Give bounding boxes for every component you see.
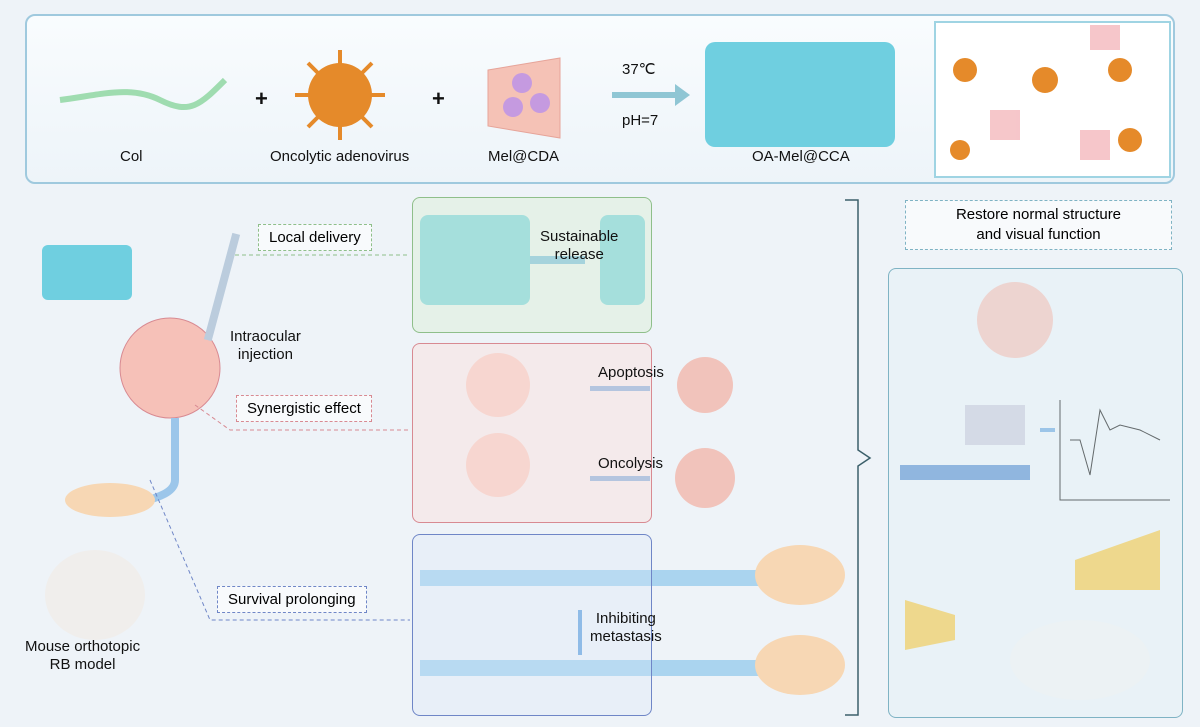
apoptosis-label: Apoptosis	[598, 364, 664, 381]
cheese-icon	[1075, 530, 1160, 590]
local-delivery-tag: Local delivery	[258, 224, 372, 251]
plus-sign: +	[432, 86, 445, 111]
mouse-model-label: Mouse orthotopic RB model	[25, 638, 141, 673]
mel-cda-icon	[487, 57, 561, 139]
erg-device-icon	[900, 465, 1030, 480]
restored-eye-icon	[977, 282, 1053, 358]
col-label: Col	[120, 148, 143, 165]
hydrogel-icon	[705, 42, 895, 147]
oa-mel-cca-label: OA-Mel@CCA	[752, 148, 850, 165]
inhibiting-metastasis-label: Inhibiting metastasis	[590, 610, 662, 645]
erg-trace	[1070, 408, 1161, 476]
temperature-label: 37℃	[622, 61, 656, 78]
ph-label: pH=7	[622, 112, 659, 129]
plus-sign: +	[255, 86, 268, 111]
rat-icon	[1010, 620, 1150, 700]
hydrogel-small-icon	[42, 245, 132, 300]
adenovirus-icon	[295, 50, 385, 140]
reaction-arrow	[612, 84, 690, 106]
collagen-icon	[59, 77, 228, 111]
sustainable-release-label: Sustainable release	[540, 228, 619, 263]
eye-icon	[119, 317, 221, 419]
survival-prolonging-tag: Survival prolonging	[217, 586, 367, 613]
syringe-icon	[203, 232, 241, 342]
oncolysis-label: Oncolysis	[598, 455, 664, 472]
oncolytic-adenovirus-label: Oncolytic adenovirus	[270, 148, 410, 165]
cheese-small-icon	[905, 600, 955, 650]
erg-chart-axes	[1059, 400, 1170, 501]
synergistic-effect-panel	[412, 343, 652, 523]
hydrogel-zoom-view	[934, 21, 1171, 178]
local-delivery-panel	[412, 197, 652, 333]
intraocular-injection-label: Intraocular injection	[230, 328, 301, 363]
bracket	[845, 199, 872, 716]
restore-function-panel	[888, 268, 1183, 718]
restore-function-title: Restore normal structure and visual func…	[905, 200, 1172, 250]
brain-icon	[65, 483, 155, 517]
survival-panel	[412, 534, 652, 716]
synergistic-effect-tag: Synergistic effect	[236, 395, 372, 422]
mel-cda-label: Mel@CDA	[488, 148, 560, 165]
mouse-icon	[45, 550, 145, 640]
